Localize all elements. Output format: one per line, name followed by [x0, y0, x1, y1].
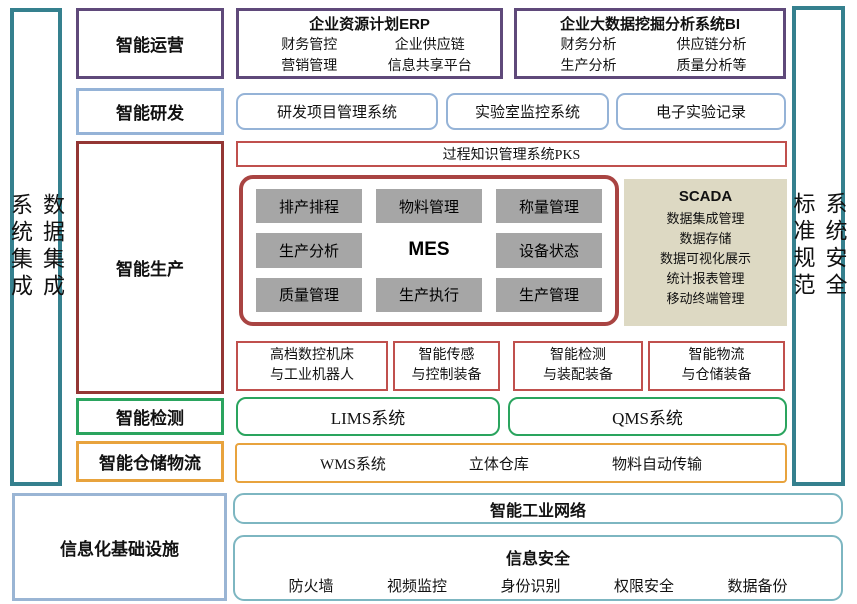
equip-line2: 与控制装备 [411, 368, 482, 383]
equip-line1: 智能检测 [550, 348, 606, 363]
equip-cnc-robot: 高档数控机床 与工业机器人 [236, 341, 388, 391]
right-sidebar-security-standards: 系统安全 标准规范 [791, 6, 848, 486]
rnd-project-mgmt-system: 研发项目管理系统 [236, 93, 438, 130]
label-text: 智能研发 [116, 104, 184, 123]
mes-cell-scheduling: 排产排程 [256, 189, 362, 224]
label-text: 信息化基础设施 [60, 539, 179, 559]
standards-label: 标准规范 [790, 192, 816, 300]
bi-items: 财务分析 供应链分析 生产分析 质量分析等 [517, 35, 783, 77]
label-smart-operation: 智能运营 [76, 8, 224, 79]
bi-item: 财务分析 [560, 38, 617, 53]
label-smart-production: 智能生产 [76, 141, 224, 394]
mes-cell-analysis: 生产分析 [256, 233, 362, 268]
erp-item: 营销管理 [281, 59, 338, 74]
mes-cell-material: 物料管理 [376, 189, 482, 224]
erp-title: 企业资源计划ERP [309, 16, 430, 33]
scada-item: 数据可视化展示 [659, 251, 751, 266]
information-security-title: 信息安全 [505, 551, 570, 568]
scada-item: 数据集成管理 [666, 211, 745, 226]
scada-box: SCADA 数据集成管理 数据存储 数据可视化展示 统计报表管理 移动终端管理 [624, 179, 787, 326]
wms-system: WMS系统 [320, 456, 386, 473]
bi-title: 企业大数据挖掘分析系统BI [559, 16, 740, 33]
data-backup-item: 数据备份 [727, 579, 788, 595]
scada-item: 数据存储 [679, 231, 732, 246]
scada-item: 移动终端管理 [666, 291, 745, 306]
identity-recognition-item: 身份识别 [500, 579, 561, 595]
erp-item: 信息共享平台 [387, 59, 472, 74]
system-integration-label: 系统集成 [8, 193, 33, 301]
erp-item: 企业供应链 [394, 38, 465, 53]
label-it-infrastructure: 信息化基础设施 [12, 493, 227, 601]
lims-system: LIMS系统 [236, 397, 500, 436]
industrial-network-box: 智能工业网络 [233, 493, 843, 524]
label-text: 智能运营 [116, 36, 184, 55]
pill-text: 研发项目管理系统 [276, 105, 397, 121]
equip-line1: 智能物流 [688, 348, 745, 363]
pks-text: 过程知识管理系统PKS [442, 148, 581, 163]
permission-security-item: 权限安全 [613, 579, 674, 595]
pill-text: 电子实验记录 [655, 105, 746, 121]
video-surveillance-item: 视频监控 [386, 579, 447, 595]
mes-cell-weighing: 称量管理 [496, 189, 602, 224]
label-text: 智能生产 [116, 260, 184, 279]
electronic-lab-record: 电子实验记录 [616, 93, 786, 130]
bi-box: 企业大数据挖掘分析系统BI 财务分析 供应链分析 生产分析 质量分析等 [514, 8, 786, 79]
mes-center-label: MES [408, 239, 450, 261]
erp-items: 财务管控 企业供应链 营销管理 信息共享平台 [239, 35, 500, 77]
system-security-label: 系统安全 [822, 192, 848, 300]
label-smart-rnd: 智能研发 [76, 88, 224, 135]
lab-monitoring-system: 实验室监控系统 [446, 93, 609, 130]
industrial-network-title: 智能工业网络 [489, 502, 586, 520]
bi-item: 供应链分析 [676, 38, 747, 53]
mes-cell-quality: 质量管理 [256, 277, 362, 312]
stereo-warehouse: 立体仓库 [468, 456, 529, 473]
information-security-box: 信息安全 防火墙 视频监控 身份识别 权限安全 数据备份 [233, 535, 843, 601]
scada-title: SCADA [678, 188, 733, 205]
security-items: 防火墙 视频监控 身份识别 权限安全 数据备份 [235, 575, 841, 596]
pill-text: QMS系统 [612, 409, 683, 428]
mes-cell-execution: 生产执行 [376, 277, 482, 312]
equip-inspection-assembly: 智能检测 与装配装备 [513, 341, 643, 391]
qms-system: QMS系统 [508, 397, 787, 436]
right-sidebar-text: 系统安全 标准规范 [787, 192, 851, 300]
data-integration-label: 数据集成 [40, 193, 65, 301]
scada-item: 统计报表管理 [666, 271, 745, 286]
mes-cell-production-mgmt: 生产管理 [496, 277, 602, 312]
firewall-item: 防火墙 [288, 579, 334, 595]
left-sidebar-data-system-integration: 数据集成 系统集成 [8, 8, 65, 486]
equip-line2: 与工业机器人 [270, 368, 354, 383]
equip-line1: 高档数控机床 [270, 348, 354, 363]
warehouse-row: WMS系统 立体仓库 物料自动传输 [235, 443, 787, 483]
bi-item: 生产分析 [560, 59, 617, 74]
label-smart-inspection: 智能检测 [76, 398, 224, 435]
equip-sensor-control: 智能传感 与控制装备 [393, 341, 500, 391]
pks-strip: 过程知识管理系统PKS [236, 141, 787, 167]
auto-material-transfer: 物料自动传输 [611, 456, 702, 473]
left-sidebar-text: 数据集成 系统集成 [4, 193, 68, 301]
pill-text: 实验室监控系统 [474, 105, 580, 121]
label-smart-warehouse: 智能仓储物流 [76, 441, 224, 482]
erp-item: 财务管控 [281, 38, 338, 53]
label-text: 智能仓储物流 [99, 454, 201, 473]
mes-cell-equipment-status: 设备状态 [496, 233, 602, 268]
equip-logistics-storage: 智能物流 与仓储装备 [648, 341, 785, 391]
equip-line1: 智能传感 [418, 348, 475, 363]
bi-item: 质量分析等 [676, 59, 747, 74]
equip-line2: 与仓储装备 [681, 368, 752, 383]
erp-box: 企业资源计划ERP 财务管控 企业供应链 营销管理 信息共享平台 [236, 8, 503, 79]
mes-box: 排产排程 物料管理 称量管理 生产分析 MES 设备状态 质量管理 生产执行 生… [239, 175, 619, 326]
label-text: 智能检测 [116, 409, 184, 428]
pill-text: LIMS系统 [330, 409, 406, 428]
equip-line2: 与装配装备 [543, 368, 613, 383]
